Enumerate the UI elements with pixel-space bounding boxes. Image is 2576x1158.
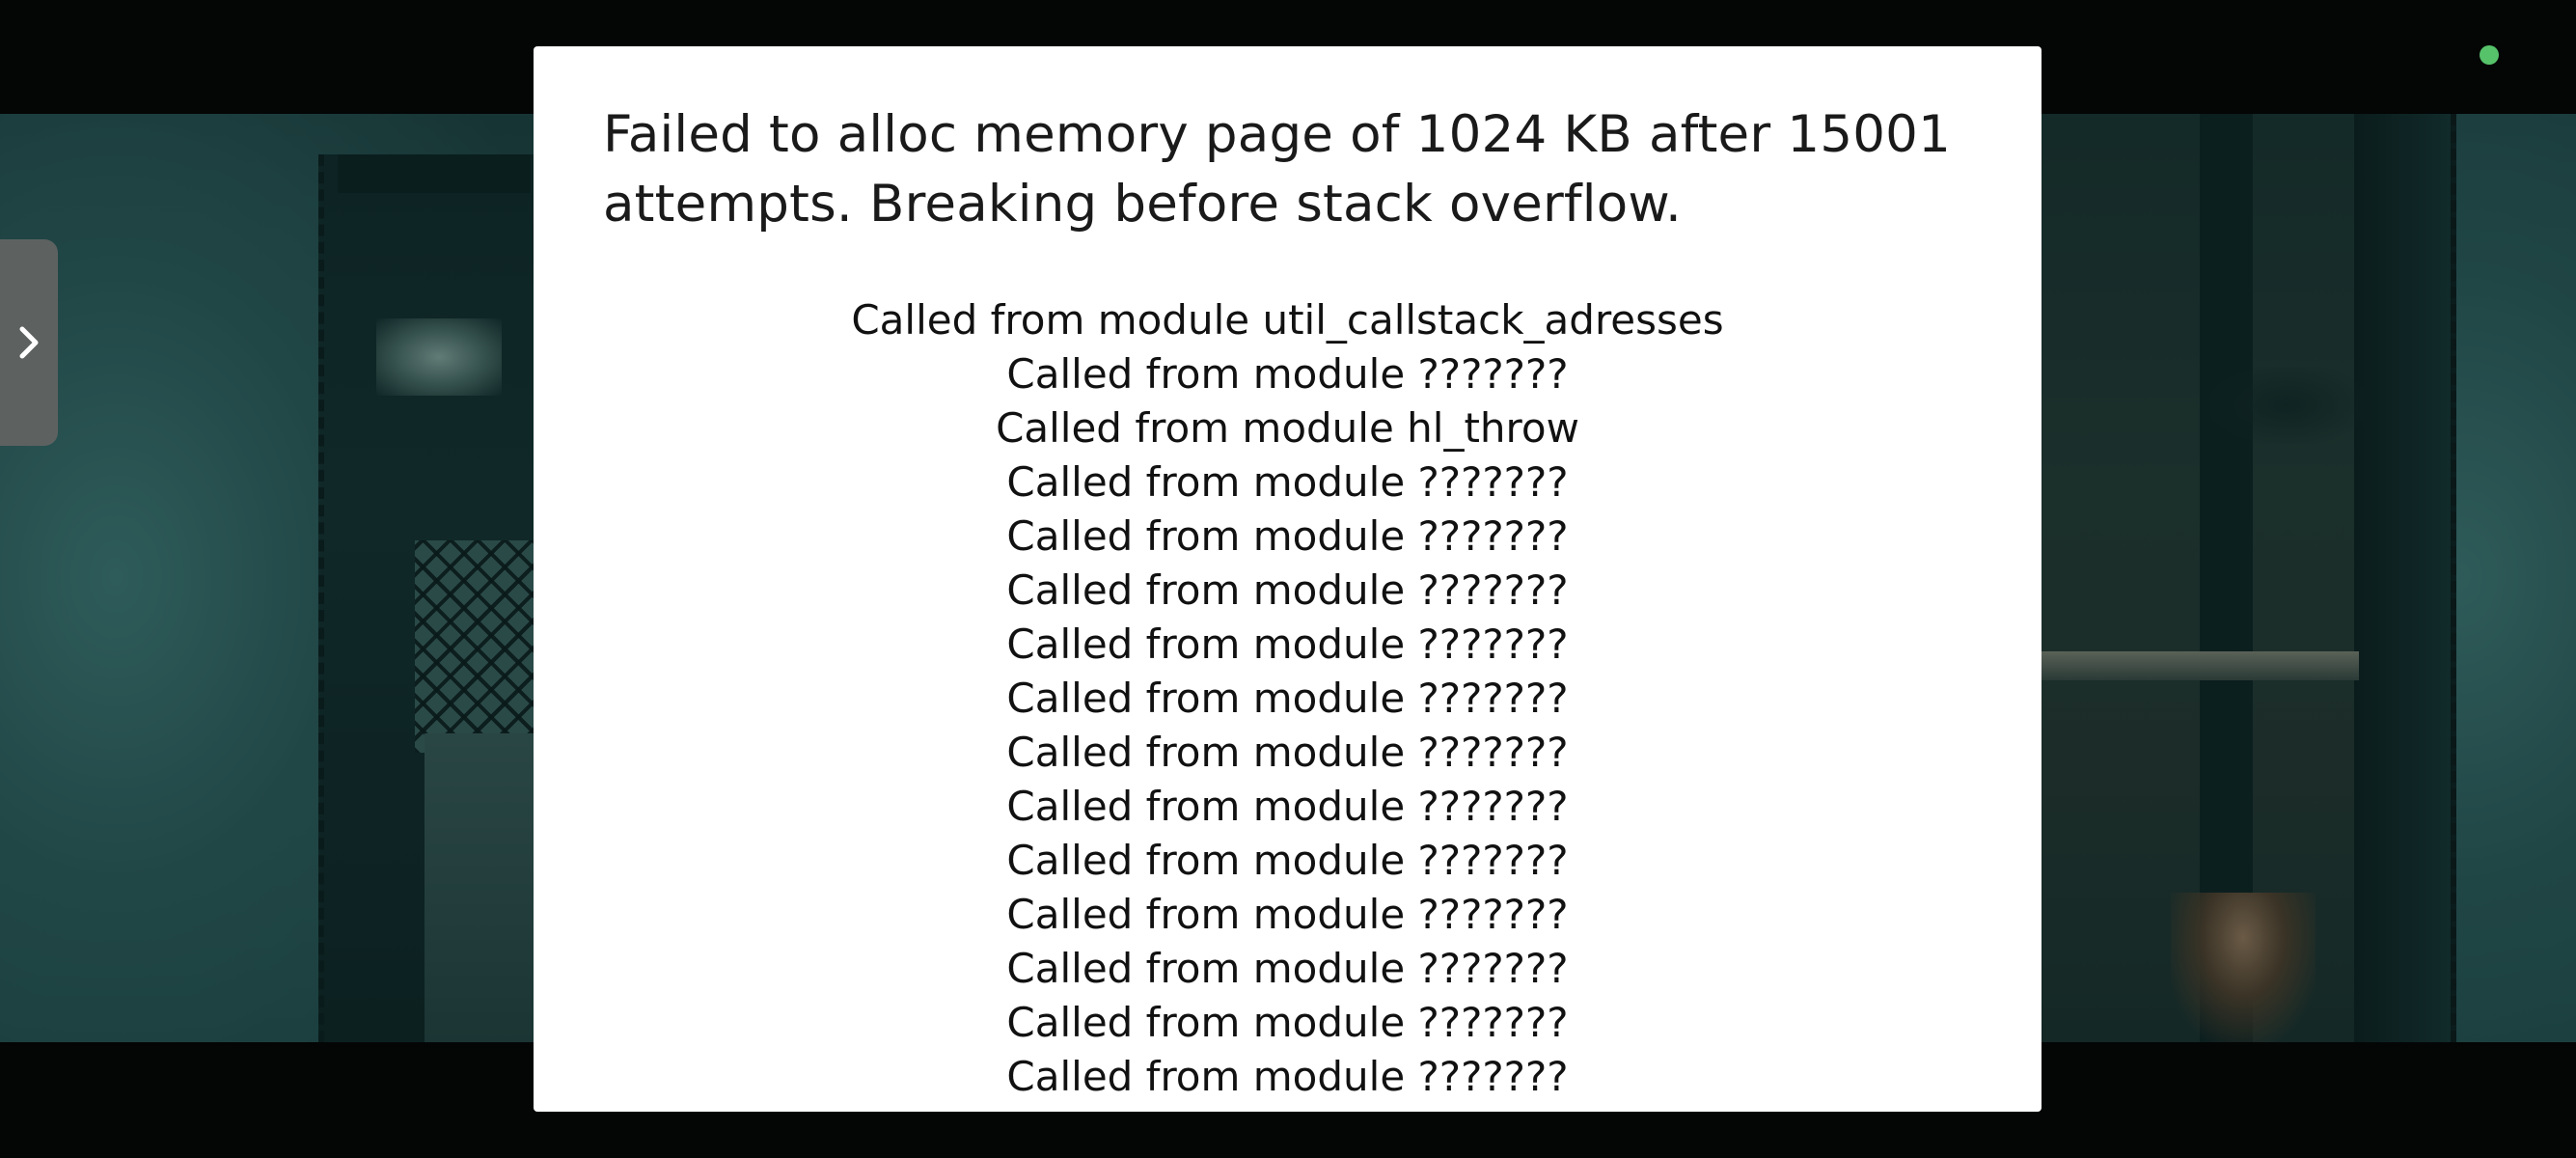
chevron-right-icon [16, 323, 41, 362]
stack-trace-line: Called from module ??????? [1006, 566, 1569, 614]
side-panel-toggle-button[interactable] [0, 239, 58, 446]
stack-trace-line: Called from module ??????? [1006, 729, 1569, 776]
stone-ledge [2041, 651, 2359, 680]
lamp-post [2171, 893, 2316, 1042]
stack-trace-line: Called from module hl_throw [996, 404, 1579, 452]
stack-trace: Called from module util_callstack_adress… [603, 293, 1972, 1104]
error-dialog: Failed to alloc memory page of 1024 KB a… [534, 46, 2042, 1112]
stack-trace-line: Called from module ??????? [1006, 350, 1569, 398]
tower-lower-wall [425, 733, 540, 1042]
hanging-vines [2209, 367, 2364, 444]
stack-trace-line: Called from module ??????? [1006, 783, 1569, 830]
right-pillar [2200, 114, 2253, 1042]
stack-trace-line: Called from module ??????? [1006, 620, 1569, 668]
stack-trace-line: Called from module ??????? [1006, 1053, 1569, 1100]
right-pillar-outer [2354, 114, 2456, 1042]
stack-trace-line: Called from module ??????? [1006, 512, 1569, 560]
lattice-window [415, 540, 540, 753]
tower-foliage [376, 318, 502, 396]
stack-trace-line: Called from module ??????? [1006, 458, 1569, 506]
stack-trace-line: Called from module ??????? [1006, 837, 1569, 884]
stack-trace-line: Called from module ??????? [1006, 945, 1569, 992]
error-message: Failed to alloc memory page of 1024 KB a… [603, 105, 1952, 234]
tower-cap [338, 154, 531, 193]
stack-trace-line: Called from module ??????? [1006, 675, 1569, 722]
stack-trace-line: Called from module util_callstack_adress… [851, 296, 1724, 344]
status-dot-icon [2480, 45, 2499, 65]
stack-trace-line: Called from module ??????? [1006, 891, 1569, 938]
stack-trace-line: Called from module ??????? [1006, 999, 1569, 1046]
